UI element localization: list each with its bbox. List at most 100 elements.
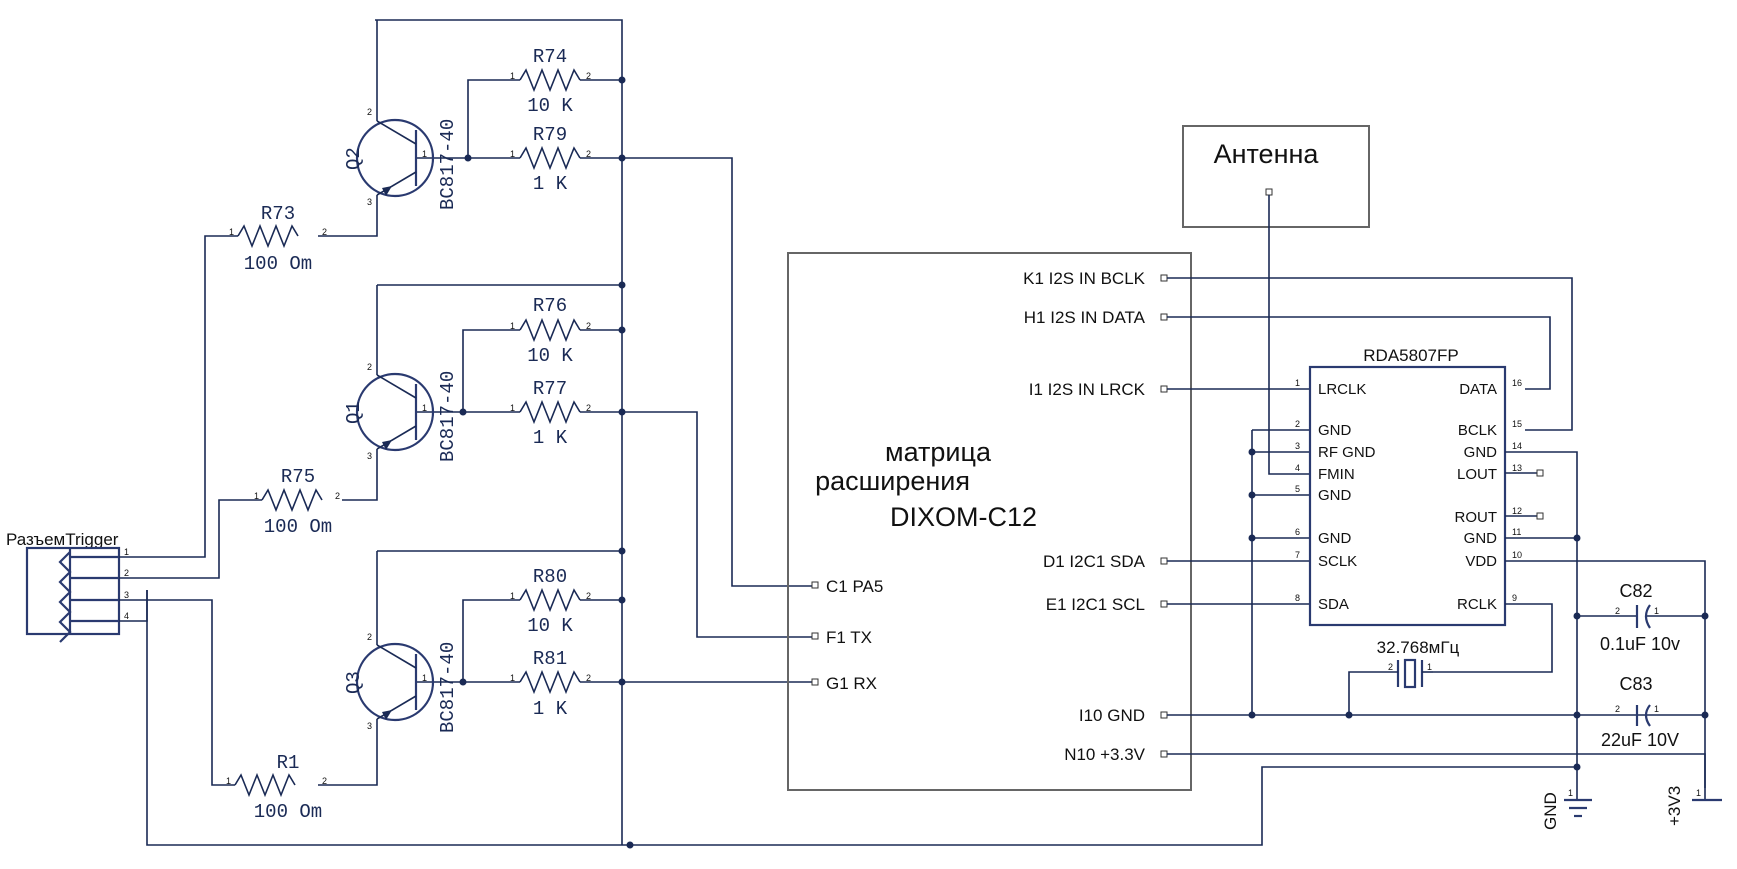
r75-pin1: 1 [254,491,259,501]
c82-pin2: 2 [1615,606,1620,616]
matrix-pin-h1: H1 I2S IN DATA [1024,308,1146,327]
r73-pin1: 1 [229,227,234,237]
q3-pin3: 3 [367,721,372,731]
chip-pin-num-6: 6 [1295,527,1300,537]
r75-label: R75 [281,466,315,488]
stage-q3: R80 10 K 1 2 R81 1 K 1 2 2 3 1 Q3 BC817-… [226,547,815,849]
r75-value: 100 Om [264,516,332,538]
r75-pin2: 2 [335,491,340,501]
chip-pin-sclk: SCLK [1318,553,1357,570]
chip-pin-rfgnd: RF GND [1318,444,1376,461]
r77-pin1: 1 [510,403,515,413]
stage-q1: R76 10 K 1 2 R77 1 K 1 2 2 3 1 Q1 BC817-… [254,281,815,638]
connector-pin-1: 1 [124,547,129,557]
crystal: 32.768мГц 2 1 [1345,638,1460,719]
chip-pin-num-3: 3 [1295,441,1300,451]
connector-wires [119,235,262,786]
q2-pin1: 1 [422,149,427,159]
capacitor-c83: C83 2 1 22uF 10V [1601,674,1679,750]
matrix-pin-g1: G1 RX [826,674,877,693]
q2-pin2: 2 [367,107,372,117]
matrix-pin-k1: K1 I2S IN BCLK [1023,269,1146,288]
r74-pin2: 2 [586,71,591,81]
r74-label: R74 [533,46,567,68]
v33-pin: 1 [1696,788,1701,798]
matrix-title-line2: расширения [815,466,970,496]
chip-rda5807fp: RDA5807FP LRCLK GND RF GND FMIN GND GND … [1295,346,1709,771]
q1-pin3: 3 [367,451,372,461]
r77-label: R77 [533,378,567,400]
r74-value: 10 K [527,95,573,117]
q3-part: BC817-40 [437,642,459,733]
chip-pin-num-11: 11 [1512,527,1521,537]
q2-pin3: 3 [367,197,372,207]
r73-pin2: 2 [322,227,327,237]
gnd-symbol: 1 GND [1541,767,1592,830]
chip-pin-num-10: 10 [1512,550,1522,560]
v33-symbol: 1 +3V3 [1665,754,1722,826]
chip-pin-num-14: 14 [1512,441,1522,451]
chip-pin-num-9: 9 [1512,593,1517,603]
r77-pin2: 2 [586,403,591,413]
chip-pin-num-12: 12 [1512,506,1522,516]
matrix-pin-f1: F1 TX [826,628,872,647]
r76-label: R76 [533,295,567,317]
chip-pin-gnd2: GND [1318,422,1352,439]
c82-label: C82 [1619,581,1652,601]
r1-pin2: 2 [322,776,327,786]
chip-pin-gnd11: GND [1464,530,1498,547]
q1-part: BC817-40 [437,371,459,462]
r81-pin2: 2 [586,673,591,683]
r1-label: R1 [277,752,300,774]
matrix-pin-i10: I10 GND [1079,706,1145,725]
q3-pin1: 1 [422,673,427,683]
chip-pin-num-8: 8 [1295,593,1300,603]
r1-value: 100 Om [254,801,322,823]
chip-pin-gnd5: GND [1318,487,1352,504]
r81-label: R81 [533,648,567,670]
matrix-title-line3: DIXOM-C12 [890,502,1037,532]
matrix-pin-d1: D1 I2C1 SDA [1043,552,1146,571]
chip-pin-rout: ROUT [1455,509,1498,526]
r79-value: 1 K [533,173,568,195]
chip-pin-num-16: 16 [1512,378,1522,388]
r80-pin2: 2 [586,591,591,601]
q3-label: Q3 [343,671,365,694]
c83-label: C83 [1619,674,1652,694]
chip-pin-gnd14: GND [1464,444,1498,461]
chip-pin-bclk: BCLK [1458,422,1497,439]
antenna-label: Антенна [1214,139,1320,169]
antenna-block: Антенна [1182,125,1370,475]
r79-pin2: 2 [586,149,591,159]
matrix-pin-n10: N10 +3.3V [1064,745,1145,764]
r80-pin1: 1 [510,591,515,601]
gnd-pin: 1 [1568,788,1573,798]
r81-value: 1 K [533,698,568,720]
q1-pin1: 1 [422,403,427,413]
chip-pin-num-4: 4 [1295,463,1300,473]
chip-pin-num-5: 5 [1295,484,1300,494]
r81-pin1: 1 [510,673,515,683]
matrix-pin-c1: C1 PA5 [826,577,883,596]
q2-label: Q2 [343,147,365,170]
matrix-title-line1: матрица [885,437,992,467]
chip-pin-lrclk: LRCLK [1318,381,1366,398]
q3-pin2: 2 [367,632,372,642]
chip-pin-num-2: 2 [1295,419,1300,429]
chip-pin-vdd: VDD [1465,553,1497,570]
stage-q2: R74 10 K 1 2 R79 1 K 1 2 2 3 1 Q2 BC817-… [229,20,815,587]
chip-pin-gnd6: GND [1318,530,1352,547]
r80-value: 10 K [527,615,573,637]
r80-label: R80 [533,566,567,588]
chip-pin-data: DATA [1459,381,1497,398]
q1-label: Q1 [343,401,365,424]
r79-pin1: 1 [510,149,515,159]
r79-label: R79 [533,124,567,146]
r1-pin1: 1 [226,776,231,786]
connector-pin-3: 3 [124,590,129,600]
r73-value: 100 Om [244,253,312,275]
chip-name: RDA5807FP [1363,346,1458,365]
c83-pin1: 1 [1654,704,1659,714]
chip-pin-num-15: 15 [1512,419,1522,429]
